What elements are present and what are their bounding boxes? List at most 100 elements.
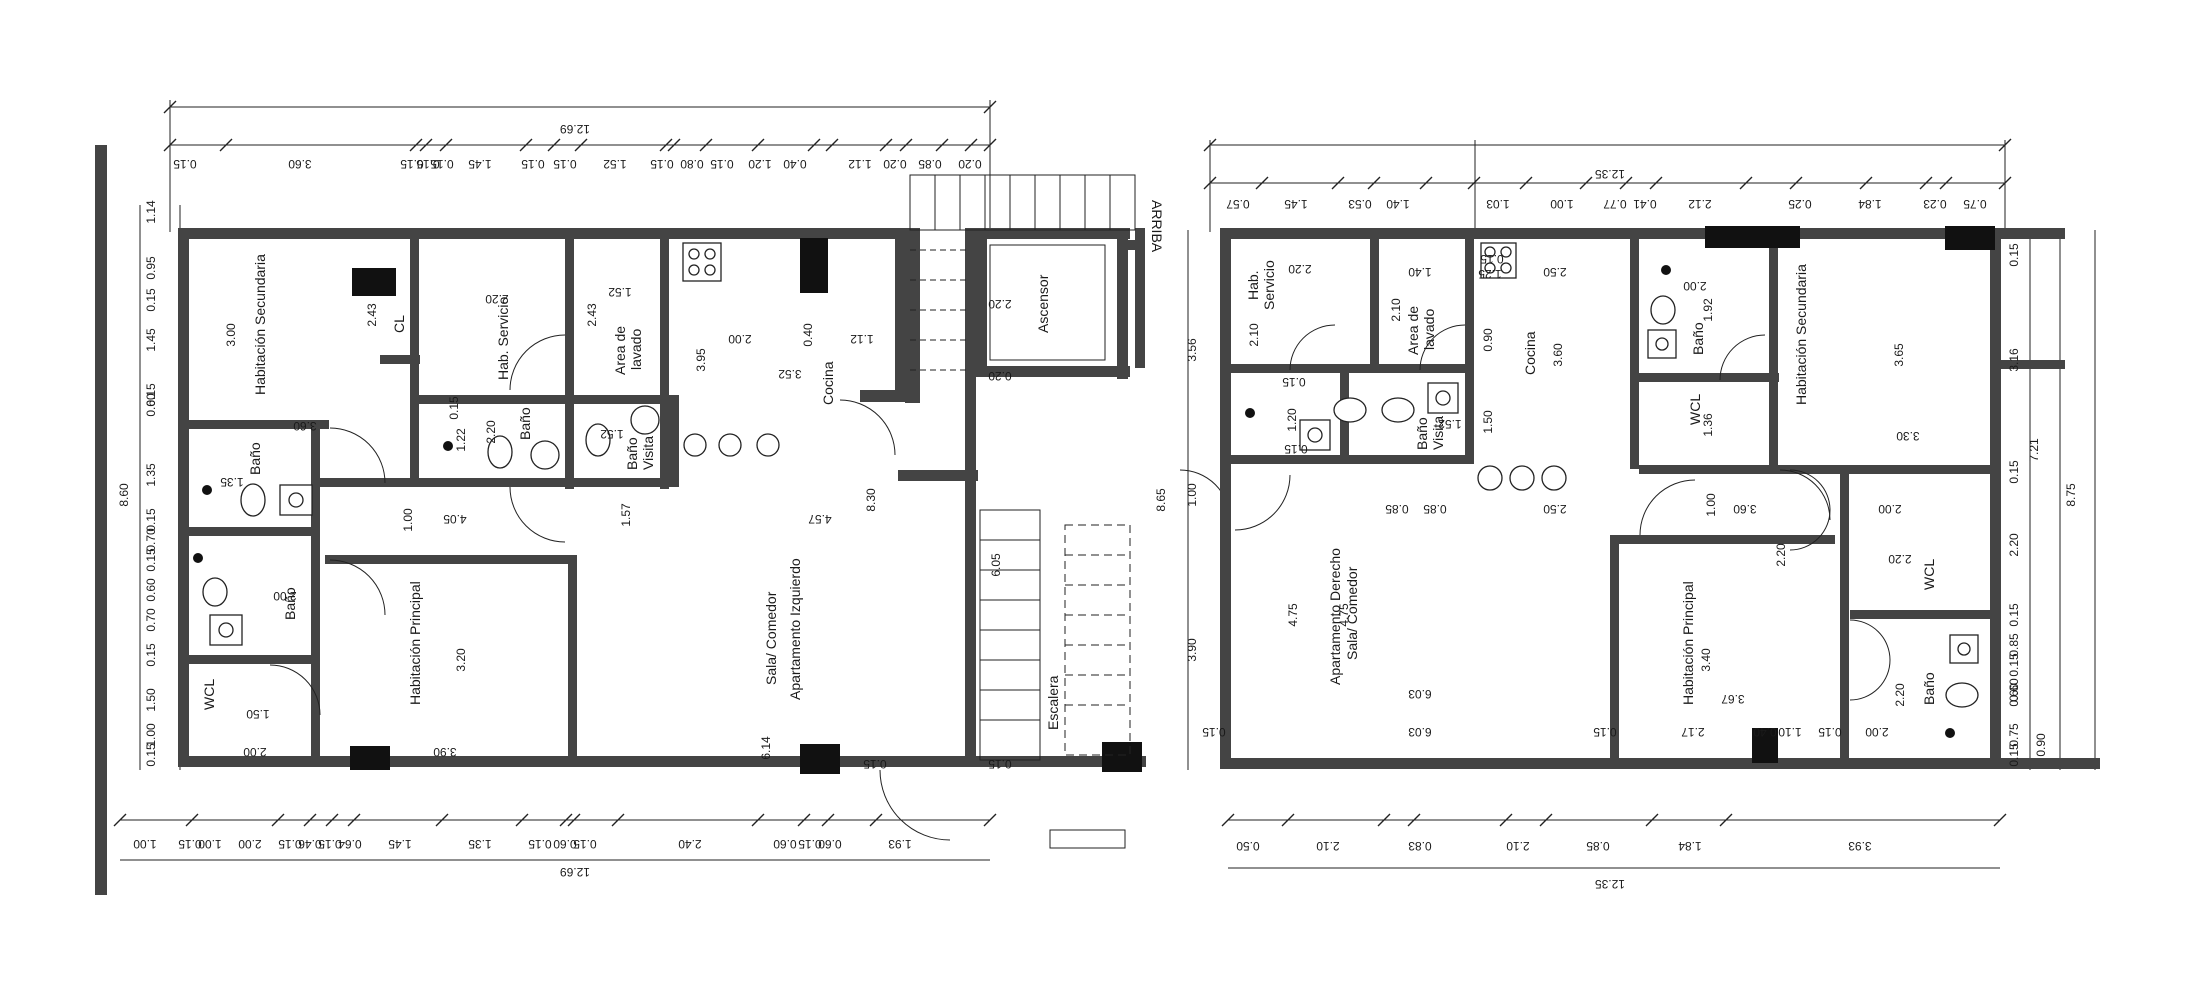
dim-left-side: 0.15: [144, 508, 158, 532]
dim-right-right-side: 0.85: [2007, 633, 2021, 657]
dim-left-top: 0.80: [680, 157, 704, 171]
dim-right-interior: 4.75: [1286, 603, 1300, 627]
dimension-ticks: [113, 100, 2012, 827]
dim-left-side: 0.15: [144, 288, 158, 312]
dim-right-bottom: 1.84: [1678, 839, 1702, 853]
dim-right-interior: 3.60: [1551, 343, 1565, 367]
right-bano-a: Baño: [1690, 322, 1706, 355]
dim-left-bottom: 0.46: [298, 837, 322, 851]
dim-left-top: 0.20: [958, 157, 982, 171]
dim-right-bottom: 0.83: [1408, 839, 1432, 853]
left-fixtures: [193, 242, 780, 646]
dim-left-total-vertical: 8.60: [117, 483, 131, 507]
dim-right-left-side: 3.56: [1185, 338, 1199, 362]
dim-left-top: 1.45: [468, 157, 492, 171]
dim-left-top-total: 12.69: [560, 122, 590, 136]
dim-left-top: 0.15: [710, 157, 734, 171]
dim-left-bottom: 0.15: [318, 837, 342, 851]
dim-right-bottom: 3.93: [1848, 839, 1872, 853]
dim-left-side: 0.15: [144, 383, 158, 407]
escalera-label: Escalera: [1045, 675, 1061, 730]
dim-right-right-side: 0.75: [2007, 723, 2021, 747]
dim-left-bottom: 1.45: [388, 837, 412, 851]
dim-left-bottom: 2.00: [238, 837, 262, 851]
dim-right-right-side: 0.15: [2007, 603, 2021, 627]
right-area-lavado-1: Area de: [1405, 306, 1421, 355]
right-wcl-b: WCL: [1921, 559, 1937, 590]
left-bano-c: Baño: [282, 587, 298, 620]
dim-right-interior: 4.75: [1337, 603, 1351, 627]
dim-right-interior: 3.65: [1892, 343, 1906, 367]
dim-right-right-side: 0.60: [2007, 683, 2021, 707]
dim-right-interior: 3.40: [1699, 648, 1713, 672]
dim-right-right-side: 3.16: [2007, 348, 2021, 372]
dim-left-bottom-total: 12.69: [560, 865, 590, 879]
dim-left-bottom: 1.00: [133, 837, 157, 851]
right-hab-servicio-2: Servicio: [1261, 260, 1277, 310]
dim-left-interior: 2.00: [728, 332, 752, 346]
dim-right-interior: 0.15: [1593, 725, 1617, 739]
left-area-lavado-2: lavado: [628, 329, 644, 370]
dim-right-interior: 0.85: [1385, 502, 1409, 516]
dim-right-interior: 0.15: [1284, 442, 1308, 456]
dim-right-left-side: 3.90: [1185, 638, 1199, 662]
left-cl: CL: [391, 315, 407, 333]
dim-right-interior: 0.15: [1202, 725, 1226, 739]
dim-right-interior: 2.00: [1878, 502, 1902, 516]
left-apartment-walls: [95, 145, 1146, 895]
right-columns: [1705, 226, 1995, 763]
dim-left-interior: 3.20: [454, 648, 468, 672]
dim-left-interior: 8.30: [864, 488, 878, 512]
dim-right-right-side: 0.90: [2034, 733, 2048, 757]
right-fixtures: [1245, 242, 1979, 738]
dim-right-interior: 2.00: [1683, 279, 1707, 293]
dim-left-side: 0.95: [144, 256, 158, 280]
dim-left-top: 1.20: [748, 157, 772, 171]
dim-right-interior: 3.60: [1733, 502, 1757, 516]
dim-left-interior: 2.20: [988, 297, 1012, 311]
dim-right-bottom: 0.85: [1586, 839, 1610, 853]
dim-right-interior: 2.20: [1893, 683, 1907, 707]
dim-left-interior: 1.50: [246, 707, 270, 721]
stairs: [909, 174, 1136, 849]
right-bano-b: Baño: [1921, 672, 1937, 705]
dim-left-top: 0.15: [430, 157, 454, 171]
dim-right-right-side: 7.21: [2027, 438, 2041, 462]
dim-right-interior: 1.20: [1285, 408, 1299, 432]
right-area-lavado-2: lavado: [1421, 309, 1437, 350]
dim-right-interior: 2.20: [1774, 543, 1788, 567]
dim-left-interior: 0.15: [447, 396, 461, 420]
right-door-swings: [1234, 324, 1891, 701]
dim-left-bottom: 1.35: [468, 837, 492, 851]
right-hab-servicio-1: Hab.: [1245, 270, 1261, 300]
dim-left-bottom: 0.15: [278, 837, 302, 851]
dim-left-side: 1.35: [144, 463, 158, 487]
dim-right-left-side: 8.65: [1154, 488, 1168, 512]
left-hab-secundaria: Habitación Secundaria: [252, 254, 268, 395]
ascensor-label: Ascensor: [1035, 274, 1051, 333]
dim-right-top: 0.25: [1788, 197, 1812, 211]
dim-left-top: 0.15: [416, 157, 440, 171]
dim-right-right-side: 8.75: [2064, 483, 2078, 507]
dim-right-interior: 1.40: [1408, 265, 1432, 279]
dim-left-bottom: 0.60: [553, 837, 577, 851]
dim-right-top: 0.75: [1963, 197, 1987, 211]
dim-right-interior: 0.40: [1753, 725, 1777, 739]
dim-right-interior: 2.00: [1865, 725, 1889, 739]
right-wcl-a: WCL: [1687, 394, 1703, 425]
dim-right-top: 0.41: [1633, 197, 1657, 211]
dim-left-interior: 1.52: [608, 285, 632, 299]
dim-right-interior: 0.15: [1282, 375, 1306, 389]
dim-right-interior: 3.30: [1896, 429, 1920, 443]
dim-left-bottom: 0.15: [573, 837, 597, 851]
text-labels: ARRIBA Ascensor Escalera Habitación Secu…: [201, 200, 1937, 730]
left-bano-b: Baño: [517, 407, 533, 440]
dim-left-interior: 4.05: [443, 512, 467, 526]
dim-right-top: 1.03: [1486, 197, 1510, 211]
dim-left-top: 0.40: [783, 157, 807, 171]
dim-right-interior: 0.15: [1480, 252, 1504, 266]
dim-right-interior: 6.03: [1408, 725, 1432, 739]
dim-left-bottom: 0.60: [773, 837, 797, 851]
dim-left-interior: 4.57: [808, 512, 832, 526]
